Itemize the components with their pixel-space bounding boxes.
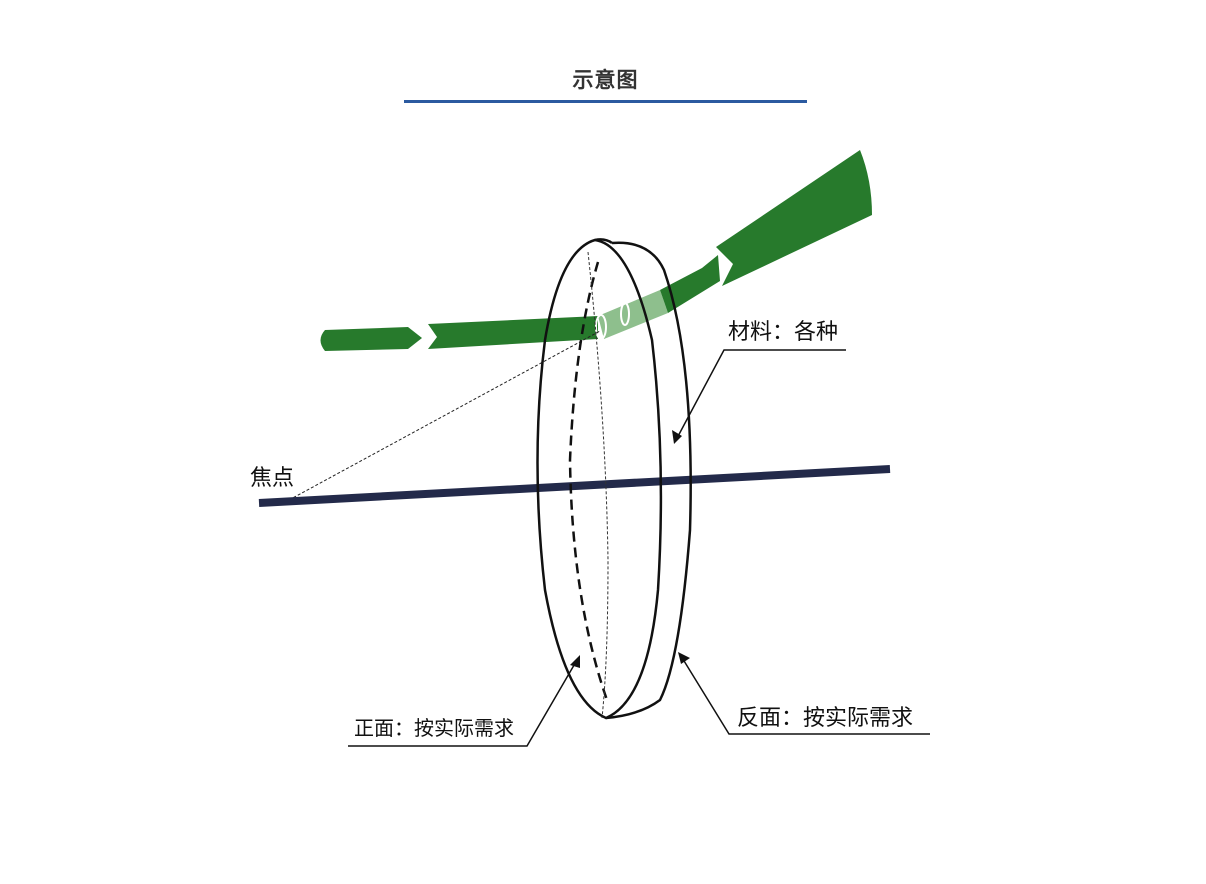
front-surface-label: 正面：按实际需求 [354, 716, 514, 740]
optical-axis [258, 465, 891, 507]
lens-front-surface [536, 238, 663, 720]
outgoing-beam [660, 150, 872, 313]
arrow-head-icon [570, 655, 580, 668]
back-leader [680, 655, 930, 735]
arrow-head-icon [678, 652, 690, 664]
page-title: 示意图 [572, 68, 639, 92]
focal-ray [288, 330, 601, 501]
beam-section-ellipse [620, 302, 630, 326]
front-leader [348, 659, 578, 747]
lens-back-surface [605, 241, 692, 720]
material-label: 材料：各种 [728, 320, 839, 345]
arrow-head-icon [672, 430, 682, 444]
back-surface-label: 反面：按实际需求 [737, 706, 914, 731]
lens-curvature-dashed [568, 261, 609, 701]
lens-center-line [587, 251, 609, 719]
beam-section-ellipse [595, 314, 607, 340]
incoming-beam [320, 316, 598, 351]
beam-inside-lens [598, 290, 668, 339]
lens-top-rim [594, 238, 613, 245]
title-underline [404, 100, 807, 103]
focus-label: 焦点 [250, 466, 295, 491]
material-leader [675, 349, 846, 441]
